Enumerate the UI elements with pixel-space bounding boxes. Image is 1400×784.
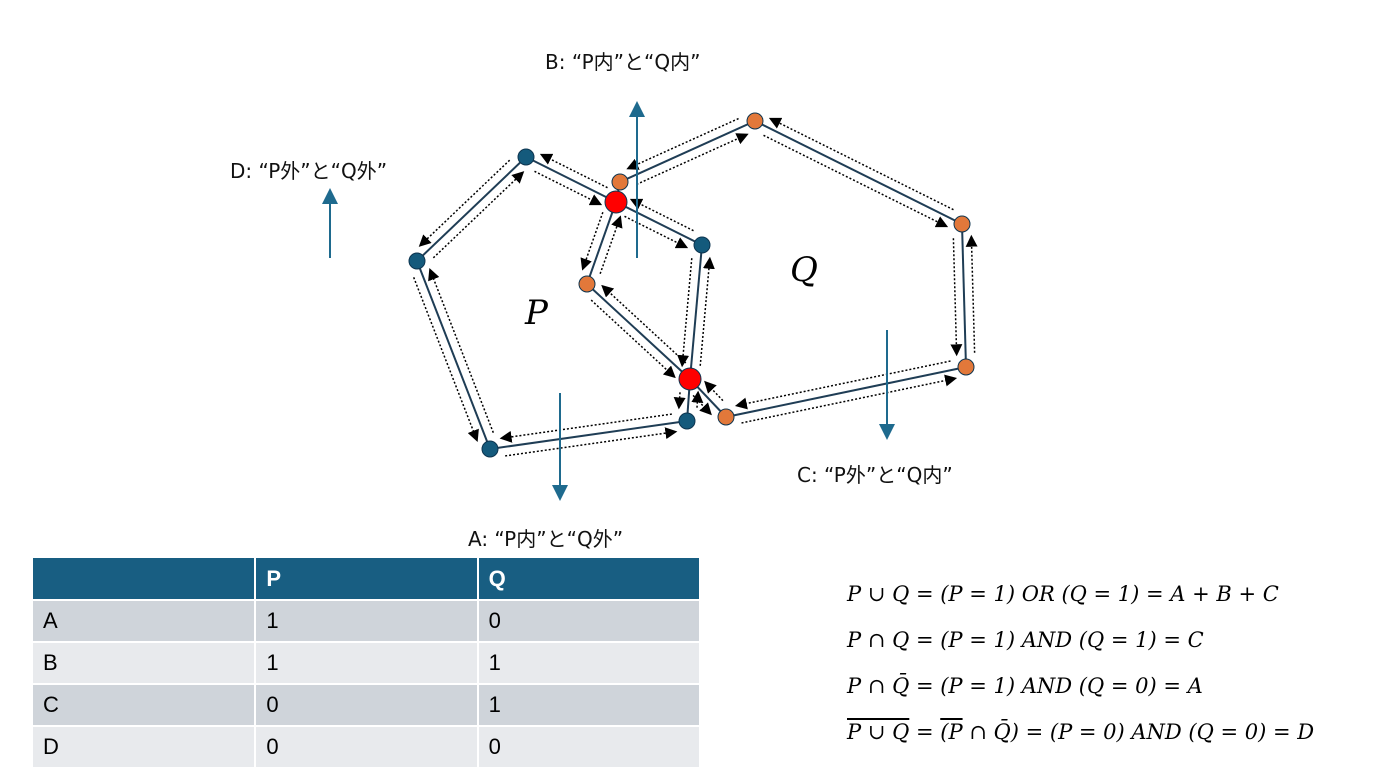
q-vertex — [578, 275, 596, 293]
region-c-label: C: “P外”と“Q内” — [797, 463, 953, 487]
q-vertex — [957, 358, 975, 376]
eq-part: = (P = 0) AND (Q = 0) = D — [1018, 720, 1315, 744]
eq-part: ∩ Q̄) — [962, 720, 1019, 744]
edge — [689, 244, 703, 380]
edge — [586, 283, 691, 380]
table-cell: 0 — [477, 600, 702, 643]
edge — [754, 120, 963, 225]
polygon-p-label: P — [525, 293, 548, 333]
edge — [525, 156, 617, 203]
equation-complement: P ∪ Q = (P ∩ Q̄) = (P = 0) AND (Q = 0) =… — [847, 720, 1314, 744]
flow-arrow — [673, 392, 686, 410]
table-cell: 0 — [477, 726, 702, 769]
region-a-label: A: “P内”と“Q外” — [468, 527, 624, 551]
header-cell: P — [255, 558, 479, 601]
edge — [619, 120, 756, 183]
flow-arrow — [691, 390, 704, 408]
flow-arrow — [741, 374, 958, 424]
edge — [615, 201, 703, 246]
table-cell: C — [33, 684, 257, 727]
table-cell: D — [33, 726, 257, 769]
flow-arrow — [965, 234, 978, 353]
eq-part: (P — [940, 720, 963, 744]
table-cell: 1 — [255, 600, 479, 643]
table-cell: 1 — [477, 684, 702, 727]
edge — [725, 366, 967, 418]
flow-arrow — [704, 380, 724, 402]
p-vertex — [678, 412, 696, 430]
flow-arrow — [432, 171, 525, 259]
region-b-label: B: “P内”と“Q内” — [545, 50, 701, 74]
eq-part: P ∪ Q — [847, 720, 910, 744]
polygon-q-label: Q — [790, 250, 818, 290]
edge — [961, 223, 967, 368]
q-vertex — [746, 112, 764, 130]
flow-arrow — [418, 159, 511, 247]
flow-arrow — [580, 211, 604, 271]
flow-arrow — [636, 133, 749, 186]
q-vertex — [717, 408, 735, 426]
p-vertex — [517, 148, 535, 166]
flow-arrow — [590, 299, 676, 379]
p-vertex — [481, 440, 499, 458]
flow-arrow — [499, 413, 672, 443]
table-cell: 1 — [255, 642, 479, 685]
flow-arrow — [629, 198, 694, 232]
p-vertex — [693, 236, 711, 254]
flow-arrow — [601, 284, 687, 364]
flow-arrow — [534, 170, 603, 206]
header-cell — [33, 558, 257, 601]
flow-arrow — [734, 360, 951, 410]
flow-arrow — [950, 238, 963, 357]
table-cell: A — [33, 600, 257, 643]
flow-arrow — [412, 277, 479, 443]
intersection-point — [678, 367, 702, 391]
p-vertex — [408, 252, 426, 270]
flow-arrow — [505, 427, 678, 457]
edge — [489, 420, 688, 450]
flow-arrow — [626, 117, 739, 170]
equation-intersection: P ∩ Q = (P = 1) AND (Q = 1) = C — [847, 628, 1204, 652]
flow-arrow — [539, 153, 608, 189]
table-cell: 0 — [255, 684, 479, 727]
flow-arrow — [599, 215, 623, 275]
flow-arrow — [428, 267, 495, 433]
q-vertex — [611, 173, 629, 191]
flow-arrow — [763, 134, 949, 228]
equation-union: P ∪ Q = (P = 1) OR (Q = 1) = A + B + C — [847, 582, 1279, 606]
flow-arrow — [768, 117, 954, 211]
edge — [586, 201, 617, 285]
region-d-label: D: “P外”と“Q外” — [230, 159, 388, 183]
header-cell: Q — [477, 558, 702, 601]
flow-arrow — [624, 215, 689, 249]
flow-arrow — [692, 394, 712, 416]
flow-arrow — [677, 258, 693, 368]
table-cell: 0 — [255, 726, 479, 769]
equation-p-and-not-q: P ∩ Q̄ = (P = 1) AND (Q = 0) = A — [847, 674, 1203, 698]
intersection-point — [604, 190, 628, 214]
edge — [416, 156, 527, 262]
edge — [416, 260, 491, 450]
flow-arrow — [699, 256, 715, 366]
table-cell: B — [33, 642, 257, 685]
q-vertex — [953, 215, 971, 233]
table-cell: 1 — [477, 642, 702, 685]
eq-part: = — [909, 720, 941, 744]
